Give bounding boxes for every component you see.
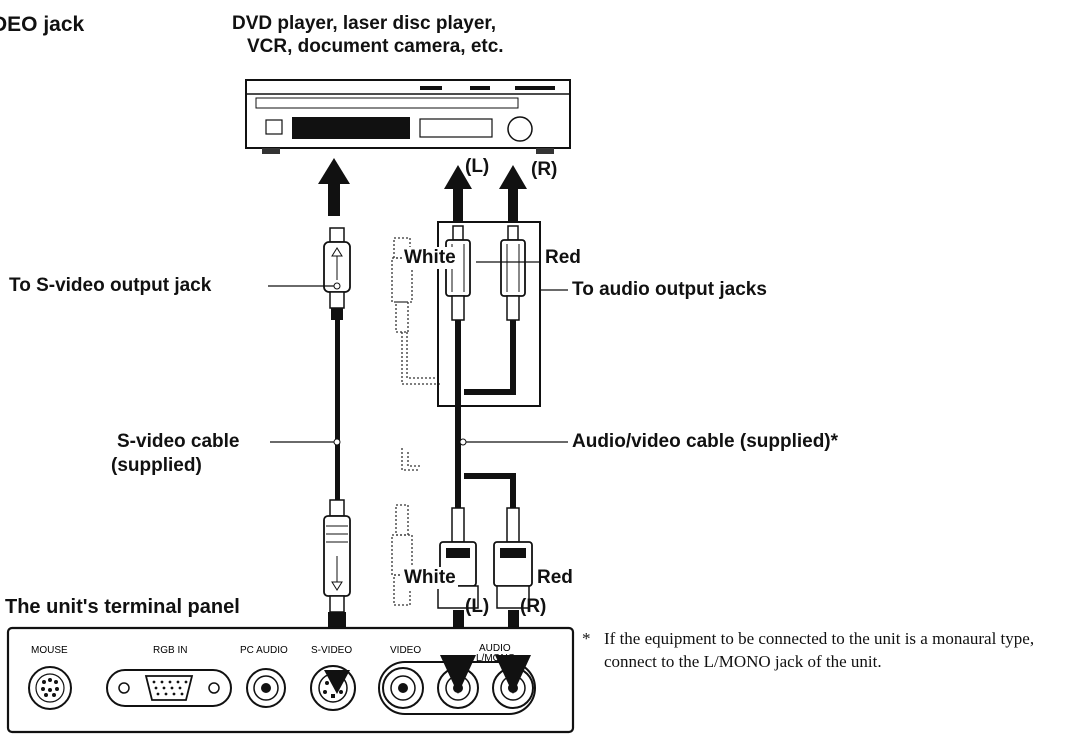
bottom-white-plug-label: White: [402, 567, 458, 589]
s-video-cable-callout-line2: (supplied): [111, 455, 202, 476]
lower-audio-plugs: [437, 507, 533, 609]
top-left-channel-label: (L): [465, 156, 490, 177]
bottom-left-channel-label: (L): [465, 596, 490, 617]
footnote-text: If the equipment to be connected to the …: [604, 629, 1035, 671]
callout-lines: [268, 261, 568, 443]
terminal-panel-title: The unit's terminal panel: [5, 596, 240, 618]
section-title: DEO jack: [0, 13, 85, 36]
jack-label-pc-audio: PC AUDIO: [240, 645, 288, 656]
s-video-cable: [322, 227, 352, 690]
footnote: * If the equipment to be connected to th…: [582, 627, 1057, 673]
av-cable-callout: Audio/video cable (supplied)*: [572, 431, 839, 452]
jack-label-mouse: MOUSE: [31, 645, 68, 656]
source-device-label-line1: DVD player, laser disc player,: [232, 13, 497, 34]
source-device-label-line2: VCR, document camera, etc.: [247, 36, 504, 57]
jack-label-rgb-in: RGB IN: [153, 645, 187, 656]
top-red-plug-label: Red: [545, 247, 581, 268]
jack-label-l-mono: L/MONO: [476, 653, 516, 664]
bottom-right-channel-label: (R): [520, 596, 547, 617]
av-cable-dot: [459, 438, 467, 446]
up-arrows: [318, 158, 527, 223]
bottom-red-plug-label: Red: [537, 567, 573, 588]
audio-video-cable: [455, 320, 516, 508]
source-device: [245, 79, 571, 154]
footnote-marker: *: [582, 629, 591, 648]
top-white-plug-label: White: [402, 247, 458, 269]
s-video-output-callout: To S-video output jack: [9, 275, 212, 296]
jack-label-s-video: S-VIDEO: [311, 645, 352, 656]
audio-output-callout: To audio output jacks: [572, 279, 767, 300]
jack-label-audio: AUDIO: [479, 643, 511, 654]
jack-label-video: VIDEO: [390, 645, 421, 656]
s-video-cable-callout-line1: S-video cable: [117, 431, 240, 452]
top-right-channel-label: (R): [531, 159, 558, 180]
arrow-tips: [324, 655, 531, 694]
terminal-panel: MOUSE RGB IN PC AUDIO S-VIDEO VIDEO AUDI…: [6, 626, 575, 734]
